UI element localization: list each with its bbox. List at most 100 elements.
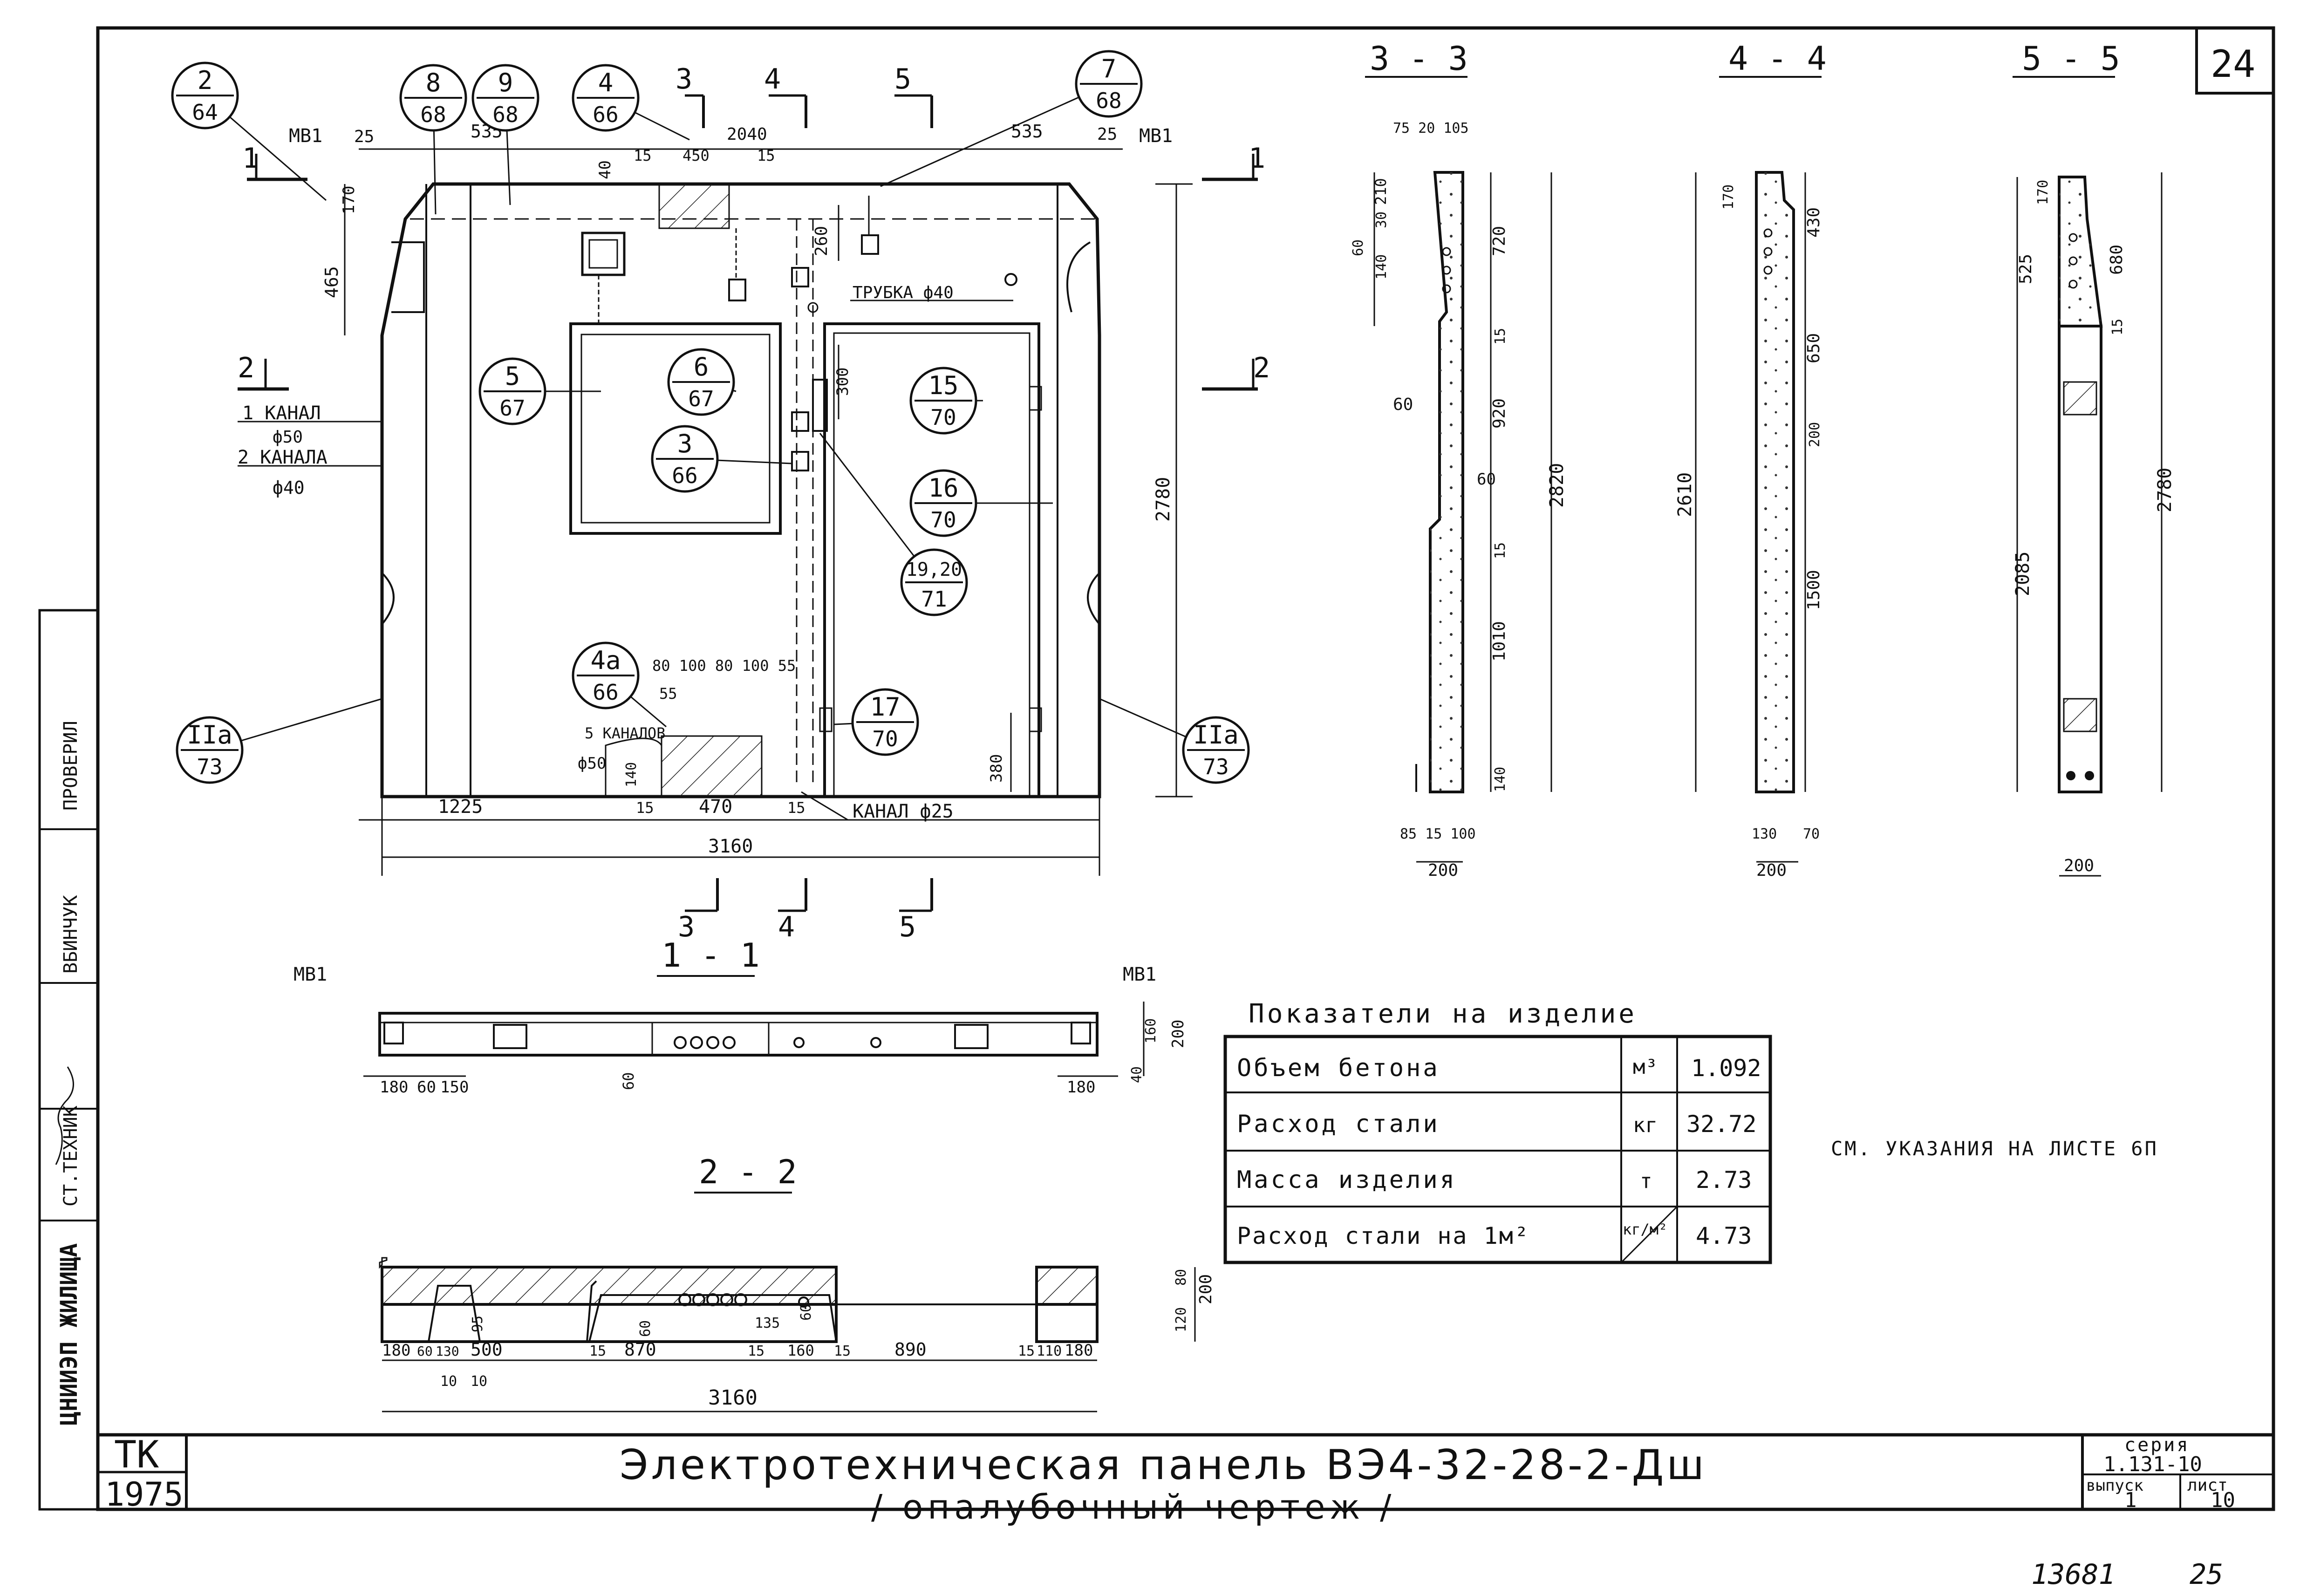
svg-text:МВ1: МВ1 [289, 125, 322, 147]
s22-subdim: 60 [637, 1320, 654, 1337]
issue-label: выпуск [2086, 1476, 2143, 1495]
svg-text:МВ1: МВ1 [293, 964, 327, 985]
svg-text:2820: 2820 [1546, 463, 1568, 508]
svg-text:60: 60 [417, 1078, 436, 1097]
callout-number: 7 [1101, 54, 1117, 83]
callout-sheet: 66 [593, 680, 618, 705]
svg-text:200: 200 [1169, 1020, 1188, 1048]
s22-dim: 15 [834, 1343, 851, 1359]
callout-number: 6 [694, 352, 709, 382]
issue-value: 1 [2124, 1488, 2137, 1512]
svg-text:5: 5 [894, 63, 911, 95]
svg-text:1: 1 [242, 142, 259, 175]
svg-text:260: 260 [812, 226, 831, 256]
series-value: 1.131-10 [2103, 1453, 2202, 1476]
s22-dim: 180 [1065, 1341, 1093, 1360]
section-3-3: 3 - 3 75 20 105 210 30 60 140 720 15 920… [1350, 40, 1568, 880]
callout-number: 15 [928, 371, 958, 400]
ind-name-0: Объем бетона [1237, 1054, 1440, 1082]
callout-number: 9 [498, 68, 513, 97]
s22-subdim: 95 [470, 1316, 486, 1332]
s22-subdim: 60 [798, 1304, 814, 1321]
svg-text:25: 25 [354, 127, 374, 146]
svg-text:450: 450 [682, 147, 710, 164]
svg-text:1: 1 [1249, 142, 1265, 175]
ind-unit-3: кг/м² [1623, 1221, 1667, 1238]
svg-text:430: 430 [1804, 207, 1823, 238]
svg-text:2: 2 [1253, 352, 1270, 384]
callout-sheet: 70 [930, 405, 956, 430]
svg-text:55: 55 [659, 685, 677, 703]
s22-subdim: 10 [440, 1373, 457, 1390]
s22-total: 3160 [708, 1386, 758, 1410]
callout-sheet: 68 [492, 102, 518, 127]
svg-text:720: 720 [1490, 226, 1509, 256]
svg-text:2610: 2610 [1674, 472, 1696, 517]
svg-text:5 - 5: 5 - 5 [2022, 40, 2120, 78]
svg-text:1010: 1010 [1490, 621, 1509, 662]
s22-dim: 60 [417, 1344, 433, 1359]
svg-text:70: 70 [1803, 826, 1820, 842]
ind-val-1: 32.72 [1686, 1111, 1757, 1138]
s22-subdim: 135 [755, 1315, 780, 1331]
svg-text:85 15 100: 85 15 100 [1400, 826, 1476, 842]
callout-number: IIа [1193, 720, 1239, 750]
elevation-dimensions [238, 94, 1258, 912]
svg-text:МВ1: МВ1 [1139, 125, 1173, 147]
svg-text:680: 680 [2107, 245, 2126, 275]
callout-sheet: 67 [688, 386, 714, 411]
svg-text:КАНАЛ ф25: КАНАЛ ф25 [853, 801, 954, 822]
svg-text:60: 60 [620, 1072, 637, 1090]
svg-text:МВ1: МВ1 [1123, 964, 1156, 985]
list-label: лист [2187, 1476, 2228, 1495]
s22-subdim: 10 [471, 1373, 487, 1390]
svg-text:300: 300 [833, 368, 852, 396]
callout-sheet: 68 [420, 102, 446, 127]
callouts: 2648689684667685676673661570167019,20714… [171, 50, 1250, 784]
svg-text:5: 5 [899, 911, 916, 943]
s22-dim: 15 [1018, 1343, 1035, 1359]
svg-text:75 20 105: 75 20 105 [1393, 120, 1469, 136]
section-1-1: 1 - 1 МВ1 МВ1 180 60 150 60 40 160 200 1… [293, 936, 1188, 1097]
svg-text:60: 60 [1477, 470, 1496, 489]
svg-text:4: 4 [778, 911, 795, 943]
svg-text:3: 3 [678, 911, 695, 943]
svg-text:140: 140 [1373, 254, 1390, 280]
svg-text:465: 465 [321, 266, 342, 298]
s22-rightdim: 200 [1196, 1274, 1215, 1304]
elevation-view [380, 182, 1101, 798]
svg-text:5 КАНАЛОВ: 5 КАНАЛОВ [585, 724, 665, 742]
svg-text:180: 180 [380, 1078, 408, 1097]
elevation-labels: МВ1 МВ1 1 КАНАЛ ф50 2 КАНАЛА ф40 ТРУБКА … [238, 125, 1173, 822]
svg-text:3 - 3: 3 - 3 [1370, 40, 1468, 78]
callout-sheet: 71 [921, 587, 947, 612]
svg-text:2 - 2: 2 - 2 [699, 1153, 797, 1191]
svg-text:4: 4 [764, 63, 781, 95]
s22-dim: 130 [436, 1344, 459, 1359]
s22-rightdim: 80 [1173, 1269, 1189, 1286]
svg-text:1 - 1: 1 - 1 [662, 936, 760, 975]
svg-text:15: 15 [1492, 542, 1508, 559]
elevation-dim-texts: 25 535 2040 535 25 15 450 15 40 170 465 … [321, 121, 1174, 857]
note-text: СМ. УКАЗАНИЯ НА ЛИСТЕ 6П [1831, 1137, 2158, 1160]
svg-text:200: 200 [2064, 856, 2094, 875]
callout-sheet: 70 [930, 507, 956, 532]
svg-text:15: 15 [636, 799, 654, 817]
ind-unit-2: т [1640, 1169, 1652, 1193]
s22-dim: 15 [748, 1343, 764, 1359]
ind-val-3: 4.73 [1696, 1222, 1752, 1249]
stamp-page: 25 [2190, 1558, 2223, 1591]
ind-unit-1: кг [1633, 1113, 1658, 1137]
callout-number: 8 [426, 68, 441, 97]
svg-text:130: 130 [1752, 826, 1777, 842]
svg-text:ф50: ф50 [273, 428, 303, 447]
svg-text:15: 15 [634, 147, 652, 164]
callout-leader [880, 83, 1109, 187]
section-2-2: 2 - 2 [379, 1153, 1196, 1412]
svg-text:170: 170 [340, 186, 358, 214]
drawing-title: Электротехническая панель ВЭ4-32-28-2-Дш [620, 1441, 1707, 1489]
s22-dim: 180 [382, 1341, 410, 1360]
callout-number: 17 [870, 692, 900, 722]
svg-text:170: 170 [1720, 184, 1737, 210]
svg-text:160: 160 [1143, 1018, 1159, 1044]
